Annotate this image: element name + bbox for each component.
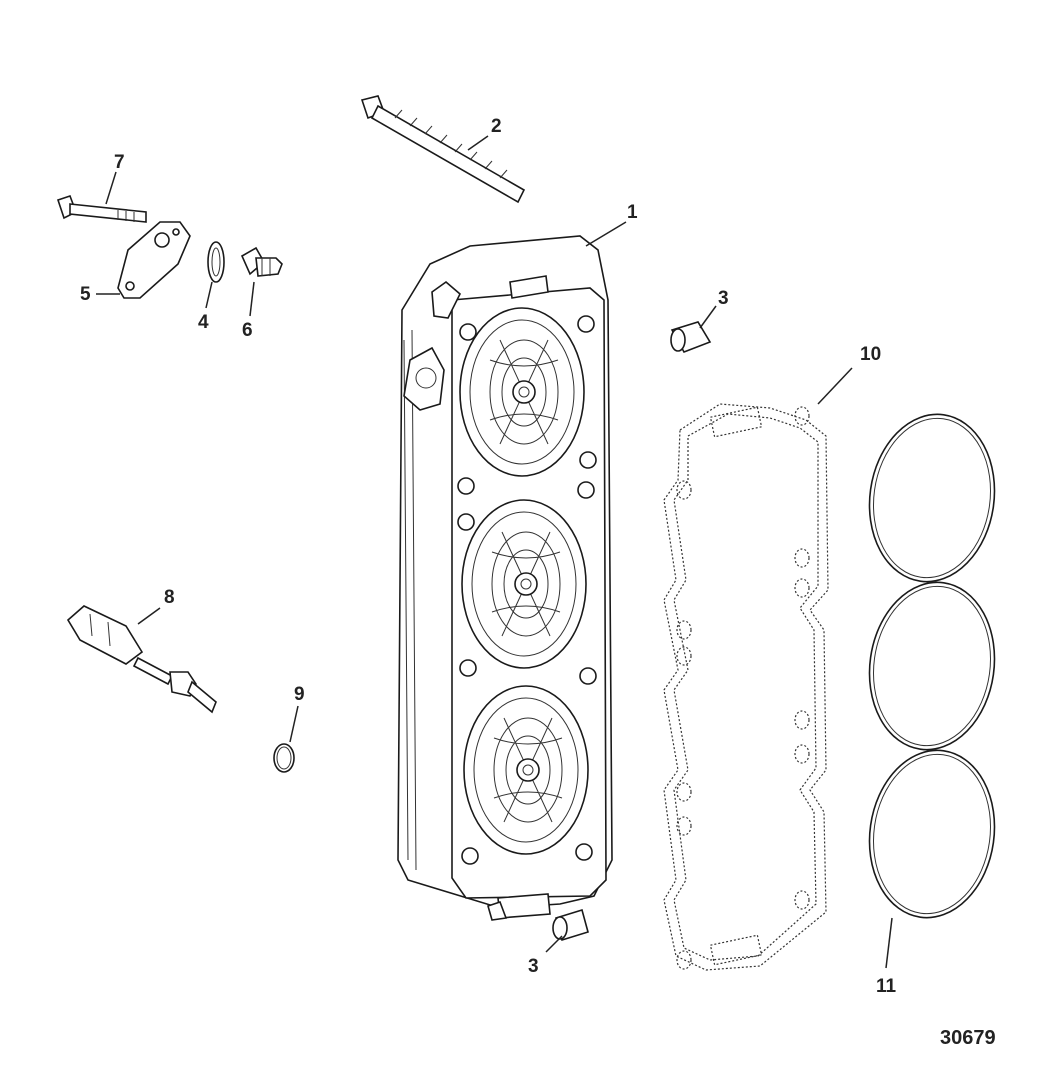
part-6-fitting bbox=[240, 246, 283, 277]
callout-labels: 1 2 3 3 4 5 6 7 8 9 10 11 30679 bbox=[80, 116, 996, 1049]
leader-8 bbox=[137, 607, 161, 625]
part-2-long-bolt bbox=[360, 95, 526, 204]
part-9-small-o-ring bbox=[273, 743, 295, 773]
part-8-sensor bbox=[66, 605, 217, 714]
leader-6 bbox=[249, 281, 255, 317]
callout-6: 6 bbox=[242, 320, 253, 341]
callout-4: 4 bbox=[198, 312, 209, 333]
part-1-cylinder-head bbox=[397, 235, 613, 921]
callout-8: 8 bbox=[164, 587, 175, 608]
leader-3-upper bbox=[699, 305, 717, 329]
callout-9: 9 bbox=[294, 684, 305, 705]
callout-5: 5 bbox=[80, 284, 91, 305]
callout-11: 11 bbox=[876, 976, 897, 997]
leader-1 bbox=[585, 221, 627, 247]
leader-lines bbox=[96, 135, 893, 969]
callout-1: 1 bbox=[627, 202, 638, 223]
leader-4 bbox=[205, 281, 213, 309]
callout-3-lower: 3 bbox=[528, 956, 539, 977]
part-5-flange-cover bbox=[117, 221, 191, 299]
part-11-o-ring-seals bbox=[868, 413, 996, 919]
leader-7 bbox=[105, 171, 117, 205]
callout-7: 7 bbox=[114, 152, 125, 173]
callout-10: 10 bbox=[860, 344, 881, 365]
callout-2: 2 bbox=[491, 116, 502, 137]
part-7-bolt bbox=[56, 194, 147, 223]
leader-3-lower bbox=[545, 935, 563, 953]
leader-10 bbox=[817, 367, 853, 405]
callout-3-upper: 3 bbox=[718, 288, 729, 309]
leader-9 bbox=[289, 705, 299, 743]
part-3-dowel-pin-upper bbox=[670, 321, 712, 353]
part-3-dowel-pin-lower bbox=[552, 908, 589, 942]
leader-2 bbox=[467, 135, 489, 151]
part-4-o-ring bbox=[207, 241, 225, 283]
figure-number: 30679 bbox=[940, 1027, 996, 1049]
leader-11 bbox=[885, 917, 893, 969]
part-10-gasket bbox=[663, 403, 829, 971]
